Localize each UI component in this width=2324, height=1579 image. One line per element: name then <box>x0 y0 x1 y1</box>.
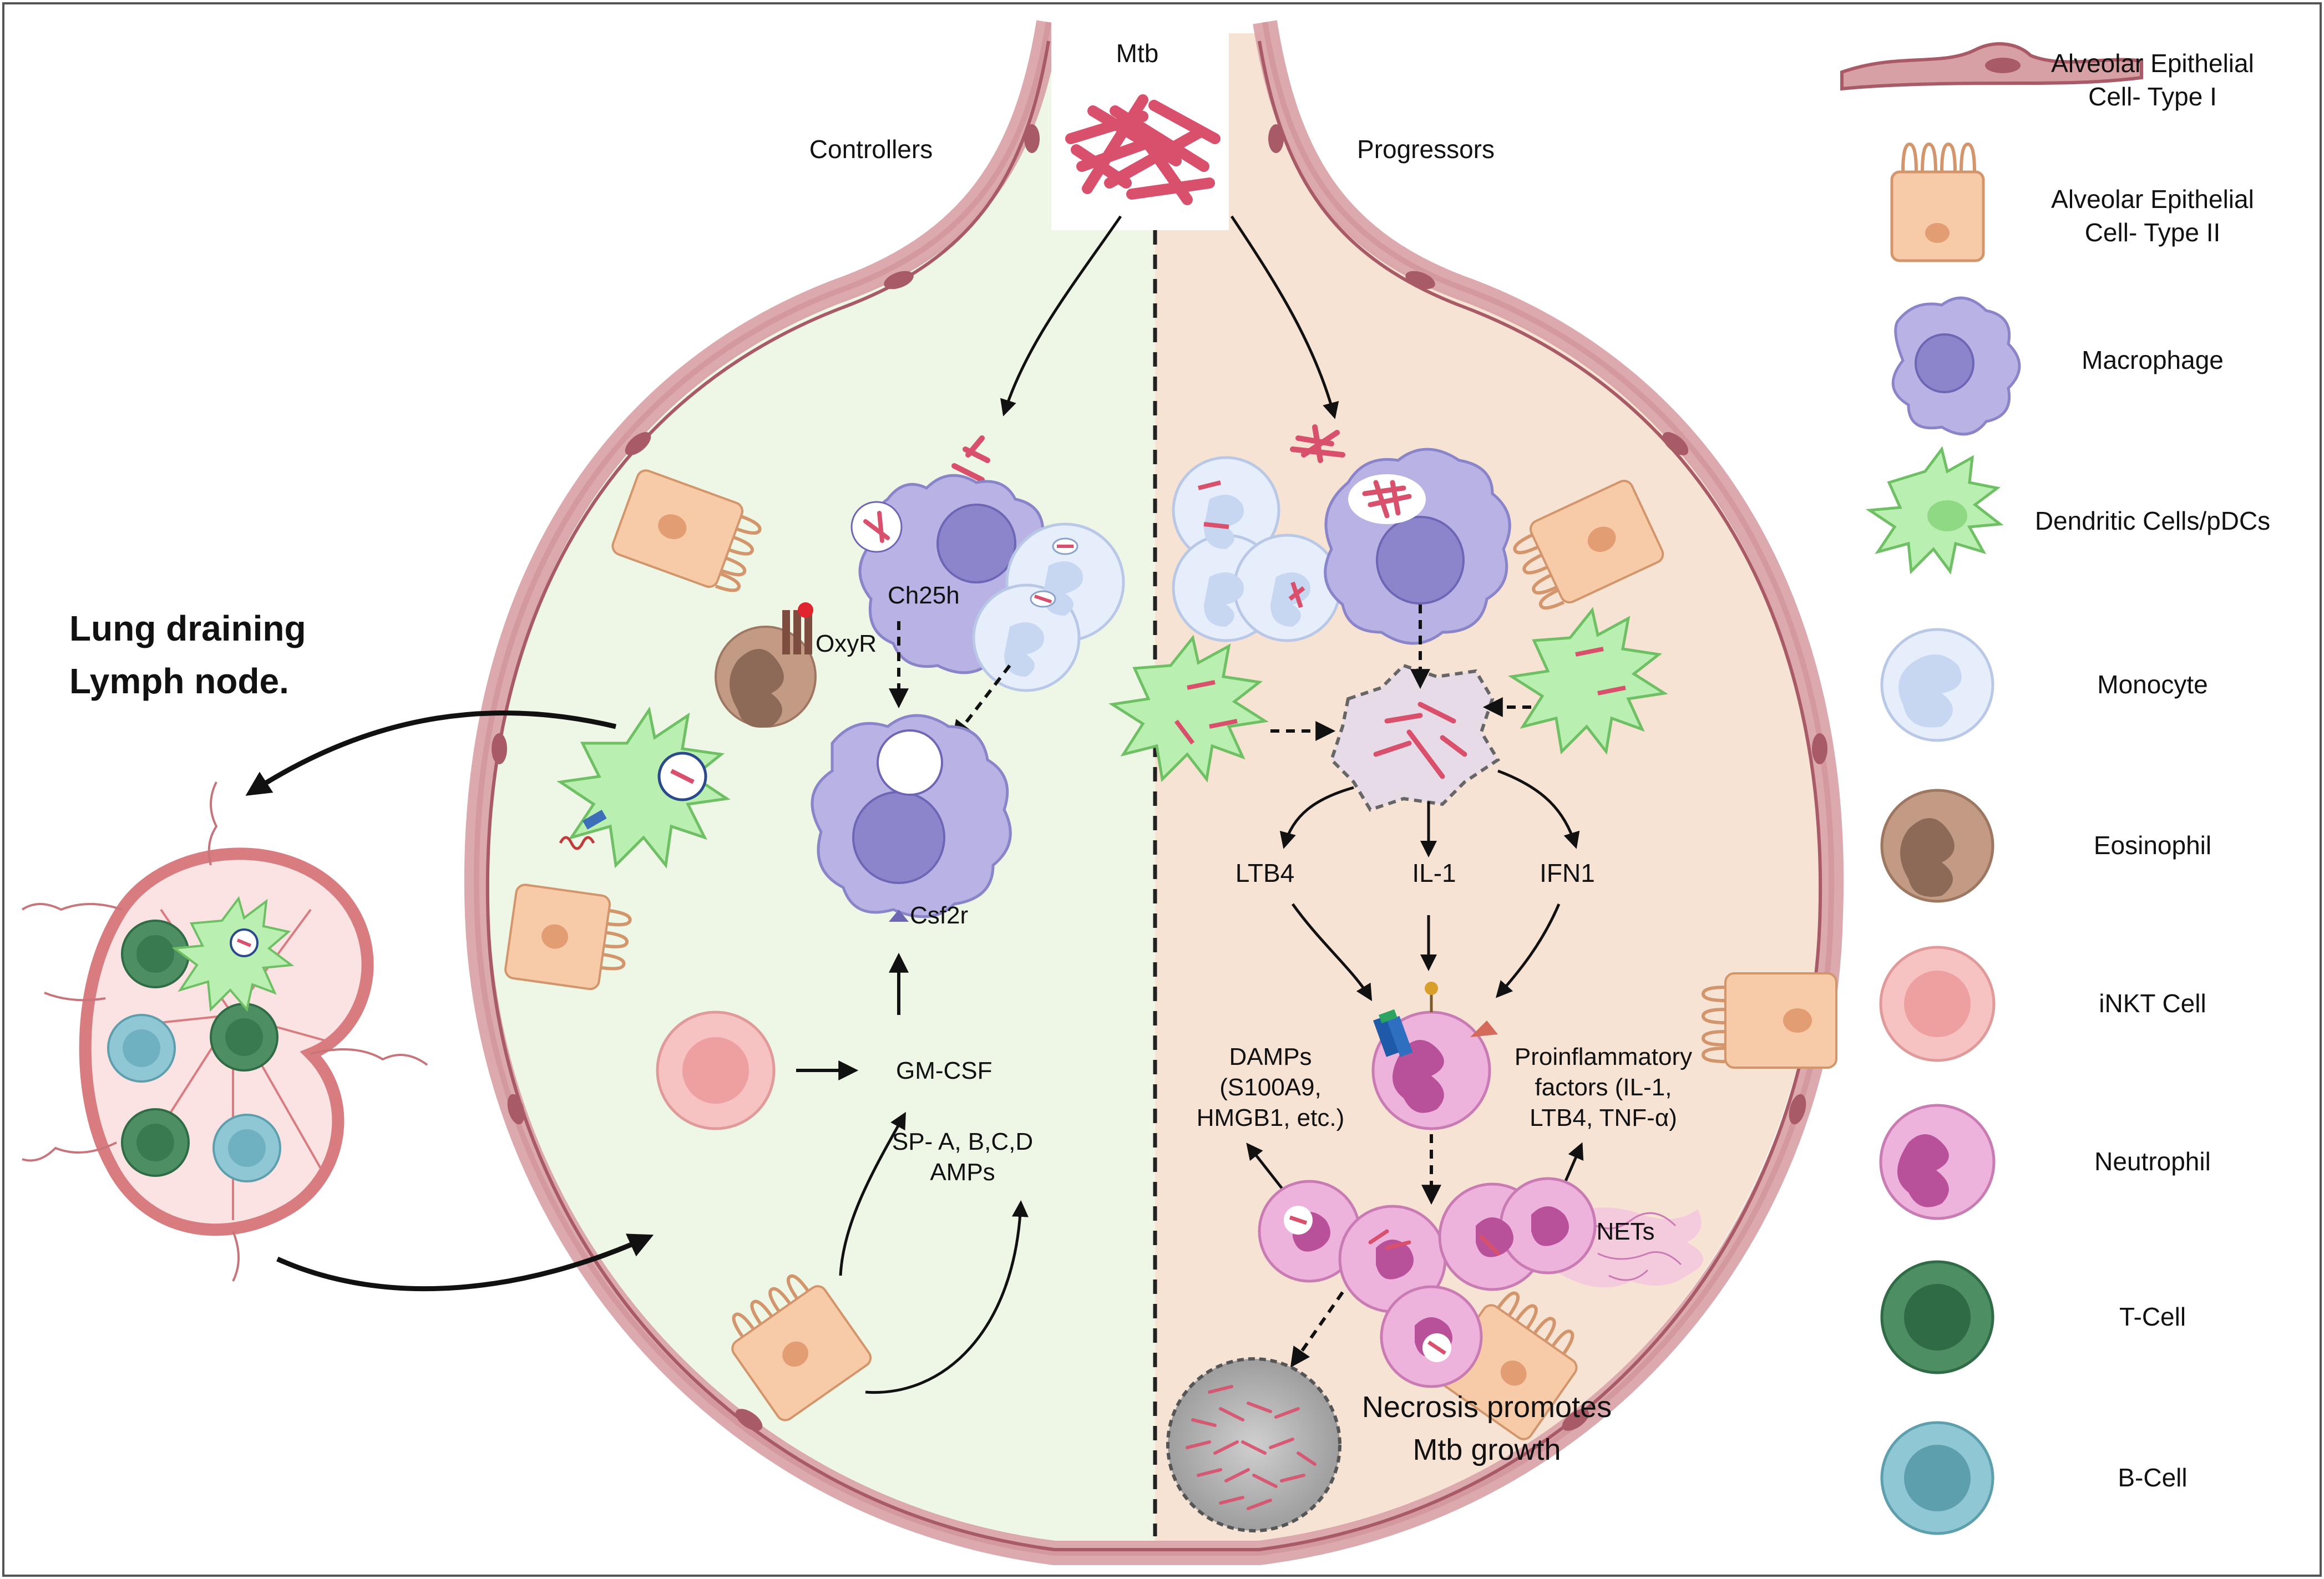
inkt-cell <box>656 1011 776 1130</box>
macrophage-csf2r <box>811 714 1012 922</box>
inkt-cell-icon <box>1879 946 1996 1062</box>
legend-macrophage: Macrophage <box>2082 346 2224 374</box>
dendritic-cell-controllers <box>556 706 731 869</box>
arrow-ifn1-to-neutrophil <box>1496 903 1561 998</box>
mtb-label: Mtb <box>1116 39 1159 68</box>
legend-type1-line2: Cell- Type I <box>2088 82 2217 111</box>
damps-line3: HMGB1, etc.) <box>1197 1104 1345 1131</box>
type2-cell-left-middle <box>504 884 632 991</box>
legend-inkt: iNKT Cell <box>2099 989 2206 1018</box>
macrophage-infected <box>1324 448 1511 645</box>
lymph-t-cells <box>121 920 279 1177</box>
lymph-title-line1: Lung draining <box>69 608 306 648</box>
t-cell-icon <box>1880 1260 1994 1374</box>
legend-bcell: B-Cell <box>2118 1463 2187 1492</box>
mtb-fragments-left <box>951 435 990 483</box>
epithelial-wall-inner <box>485 40 1822 1551</box>
lymph-b-cells <box>107 1014 281 1182</box>
damps-line2: (S100A9, <box>1219 1074 1321 1101</box>
progressors-label: Progressors <box>1357 135 1495 164</box>
legend-monocyte: Monocyte <box>2097 670 2207 699</box>
csf2r-label: Csf2r <box>910 902 968 929</box>
legend-neutrophil: Neutrophil <box>2094 1147 2211 1176</box>
type2-cell-right-upper <box>1513 480 1664 610</box>
arrow-mtb-to-controllers <box>1000 215 1122 417</box>
monocytes-controllers <box>972 522 1125 692</box>
legend-type1-line1: Alveolar Epithelial <box>2051 49 2254 78</box>
type2-cell-left-upper <box>611 469 762 592</box>
lymph-dendritic-cell <box>171 896 295 1012</box>
ltb4-label: LTB4 <box>1236 859 1295 887</box>
lymph-title-line2: Lymph node. <box>69 661 289 701</box>
necrosis-line1: Necrosis promotes <box>1362 1390 1612 1424</box>
legend-tcell: T-Cell <box>2119 1302 2186 1331</box>
dendritic-cell-progressors-left <box>1108 634 1269 783</box>
type1-nuclei <box>492 124 1827 1431</box>
legend: Alveolar Epithelial Cell- Type I Alveola… <box>1840 42 2270 1535</box>
ifn1-label: IFN1 <box>1540 859 1595 887</box>
type2-cell-left-bottom <box>731 1274 872 1421</box>
arrow-type2-to-sp <box>865 1200 1029 1394</box>
dendritic-cell-icon <box>1865 446 2004 575</box>
lymph-node <box>21 781 428 1282</box>
arrow-mtb-to-progressors <box>1230 215 1339 419</box>
gmcsf-label: GM-CSF <box>896 1057 993 1084</box>
mtb-source: Mtb <box>1051 22 1229 230</box>
necrotic-core <box>1166 1357 1341 1532</box>
epithelial-wall <box>464 20 1844 1565</box>
type2-cell-icon <box>1890 142 1985 262</box>
arrow-debris-to-ifn1 <box>1497 769 1580 849</box>
nets-label: NETs <box>1596 1218 1654 1245</box>
ch25h-label: Ch25h <box>888 582 960 609</box>
type2-cell-right-middle <box>1701 972 1837 1069</box>
monocytes-progressors <box>1172 456 1341 642</box>
sp-label-line1: SP- A, B,C,D <box>892 1128 1033 1155</box>
controllers-label: Controllers <box>809 135 933 164</box>
legend-eosinophil: Eosinophil <box>2094 831 2211 860</box>
legend-type2-line2: Cell- Type II <box>2085 218 2221 247</box>
b-cell-icon <box>1880 1421 1994 1535</box>
mtb-fragments-right <box>1290 424 1345 463</box>
arrow-debris-to-ltb4 <box>1279 786 1354 849</box>
proinflammatory-line2: factors (IL-1, <box>1535 1074 1672 1101</box>
proinflammatory-line3: LTB4, TNF-α) <box>1530 1104 1677 1131</box>
dendritic-cell-progressors-right <box>1508 607 1668 755</box>
mtb-bacteria-cluster <box>1065 94 1221 205</box>
necrosis-line2: Mtb growth <box>1412 1433 1561 1466</box>
arrow-ltb4-to-neutrophil <box>1291 903 1373 1002</box>
neutrophil-icon <box>1879 1104 1996 1220</box>
proinflammatory-line1: Proinflammatory <box>1515 1043 1692 1070</box>
macrophage-icon <box>1891 296 2021 436</box>
sp-label-line2: AMPs <box>930 1159 995 1186</box>
progressors-region <box>1155 33 1821 1542</box>
arrow-lymph-node-to-lung <box>276 1233 654 1292</box>
il1-label: IL-1 <box>1412 859 1456 887</box>
type1-cell-icon <box>1840 42 2143 91</box>
oxyr-label: OxyR <box>816 630 877 657</box>
nets-cluster <box>1258 1177 1703 1388</box>
eosinophil-oxyr <box>715 602 817 728</box>
legend-dendritic: Dendritic Cells/pDCs <box>2035 506 2270 535</box>
legend-type2-line1: Alveolar Epithelial <box>2051 185 2254 214</box>
arrow-dc-to-lymph-node <box>245 710 617 796</box>
eosinophil-icon <box>1880 789 1994 903</box>
arrow-type2-to-gmcsf <box>839 1111 906 1276</box>
damps-line1: DAMPs <box>1229 1043 1312 1070</box>
neutrophil-activated <box>1371 982 1498 1130</box>
monocyte-icon <box>1880 628 1994 742</box>
